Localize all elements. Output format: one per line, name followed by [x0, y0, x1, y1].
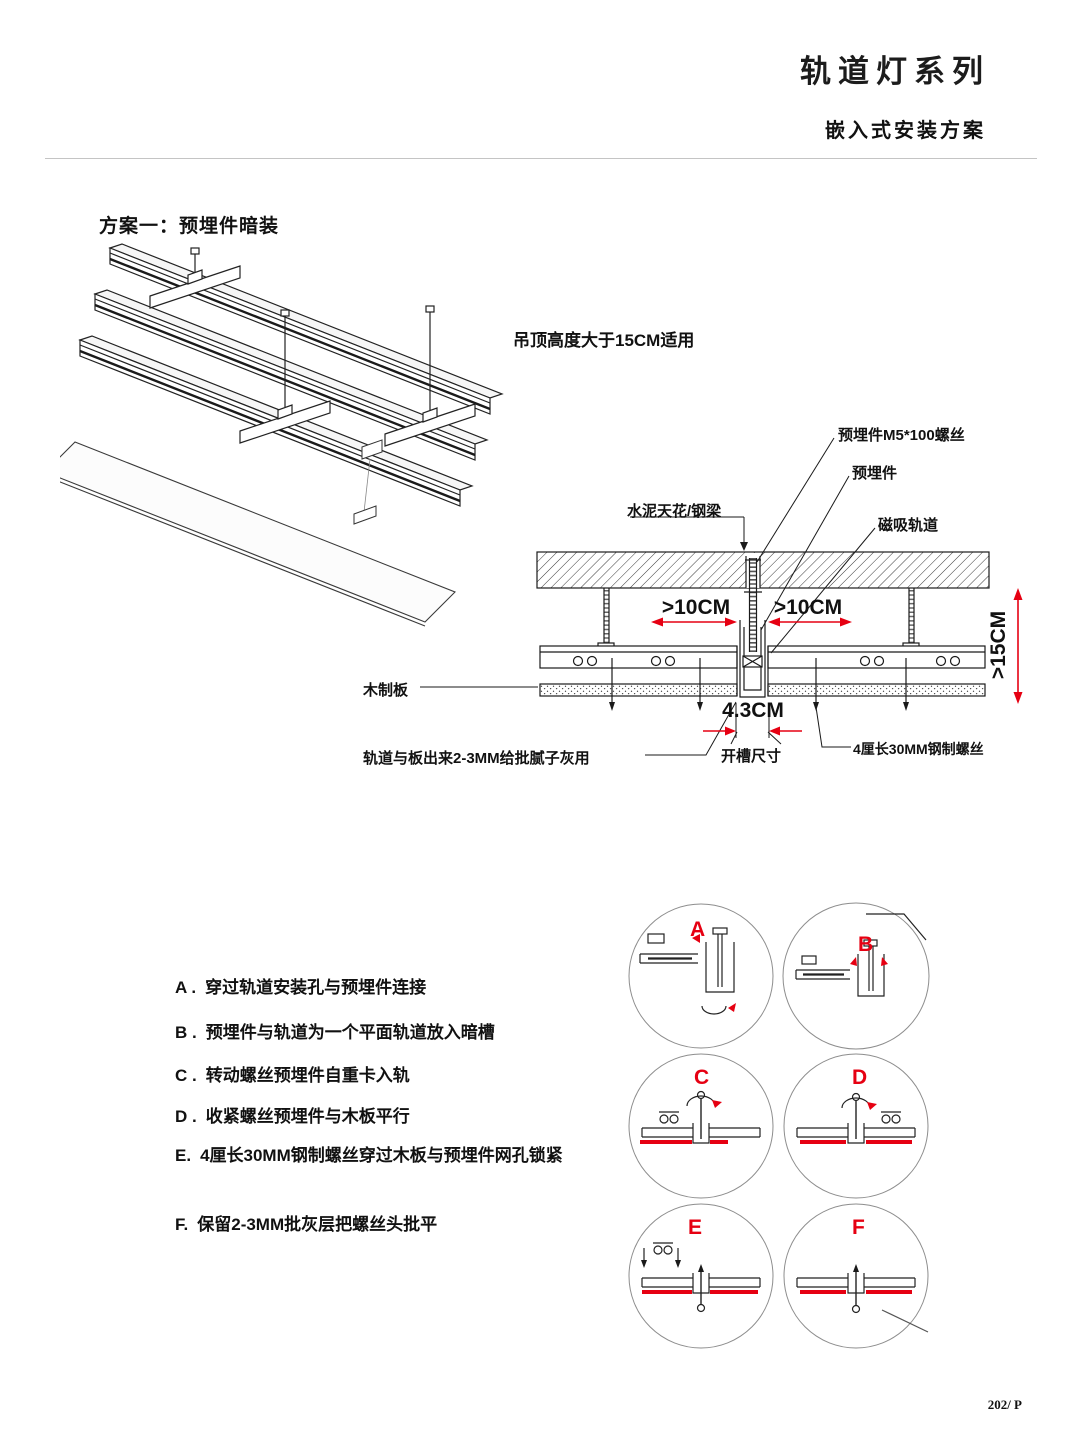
base-panel [60, 441, 456, 627]
header-divider [45, 158, 1037, 159]
section-title: 方案一：预埋件暗装 [99, 216, 280, 237]
dim-slot-width: 4.3CM [722, 699, 784, 722]
dim-height-15cm: >15CM [987, 610, 1010, 680]
isometric-track-drawing [60, 243, 504, 627]
circle-letter-e: E [688, 1216, 703, 1239]
step-b-text: 预埋件与轨道为一个平面轨道放入暗槽 [205, 1023, 495, 1042]
power-connector [353, 439, 383, 525]
step-a-letter: A . [175, 978, 197, 997]
cross-section-drawing [420, 437, 1023, 756]
ceiling-height-note: 吊顶高度大于15CM适用 [513, 331, 695, 350]
step-e-letter: E. [175, 1146, 192, 1165]
label-slot-size: 开槽尺寸 [721, 748, 782, 765]
detail-black-arrows [641, 1260, 859, 1272]
step-f-letter: F. [175, 1215, 189, 1234]
dim-left-10cm: >10CM [661, 596, 731, 619]
step-d-text: 收紧螺丝预埋件与木板平行 [205, 1107, 410, 1126]
dim-right-10cm: >10CM [773, 596, 843, 619]
label-putty-note: 轨道与板出来2-3MM给批腻子灰用 [363, 750, 590, 767]
step-d-letter: D . [175, 1107, 197, 1126]
hanger-rod-left [597, 588, 615, 649]
leader-lines [420, 437, 876, 756]
label-magnetic-track: 磁吸轨道 [878, 517, 939, 534]
detail-sketches [639, 913, 929, 1333]
step-a-text: 穿过轨道安装孔与预埋件连接 [205, 978, 427, 997]
step-b: B . 预埋件与轨道为一个平面轨道放入暗槽 [175, 1019, 573, 1047]
circle-letter-a: A [690, 918, 706, 941]
step-c-letter: C . [175, 1066, 197, 1085]
circle-letter-c: C [694, 1066, 710, 1089]
detail-circle-outlines [628, 902, 930, 1349]
furring-channel-left [539, 645, 738, 669]
concrete-ceiling-hatch [536, 551, 990, 589]
step-e-text: 4厘长30MM钢制螺丝穿过木板与预埋件网孔锁紧 [200, 1146, 563, 1165]
step-c-text: 转动螺丝预埋件自重卡入轨 [205, 1066, 410, 1085]
furring-channel-right [767, 645, 986, 669]
circle-letter-f: F [852, 1216, 865, 1239]
hanger-rod-right [902, 588, 920, 649]
board-screws [609, 658, 909, 711]
circle-letter-d: D [852, 1066, 868, 1089]
wood-board-section [539, 683, 986, 697]
embed-part-bracket [742, 655, 763, 668]
step-e: E. 4厘长30MM钢制螺丝穿过木板与预埋件网孔锁紧 [175, 1142, 573, 1170]
series-title: 轨道灯系列 [800, 54, 990, 89]
step-c: C . 转动螺丝预埋件自重卡入轨 [175, 1062, 573, 1090]
page-number: 202/ P [987, 1397, 1022, 1412]
label-embed-part: 预埋件 [852, 465, 898, 482]
step-f: F. 保留2-3MM批灰层把螺丝头批平 [175, 1211, 573, 1239]
step-b-letter: B . [175, 1023, 197, 1042]
label-embed-screw: 预埋件M5*100螺丝 [838, 427, 965, 444]
step-d: D . 收紧螺丝预埋件与木板平行 [175, 1103, 573, 1131]
detail-red-track-bars [640, 1140, 912, 1294]
circle-letter-b: B [858, 933, 874, 956]
track-rails [78, 243, 504, 507]
ceiling-hangers [149, 247, 476, 447]
detail-red-marks [692, 934, 888, 1110]
dimension-arrows [651, 588, 1023, 736]
install-subtitle: 嵌入式安装方案 [825, 120, 986, 142]
step-f-text: 保留2-3MM批灰层把螺丝头批平 [197, 1215, 438, 1234]
detail-steps-drawing [628, 902, 930, 1349]
label-wood-board: 木制板 [363, 682, 409, 699]
label-steel-screw: 4厘长30MM钢制螺丝 [853, 741, 984, 757]
label-ceiling: 水泥天花/钢梁 [627, 503, 722, 520]
step-a: A . 穿过轨道安装孔与预埋件连接 [175, 974, 573, 1002]
